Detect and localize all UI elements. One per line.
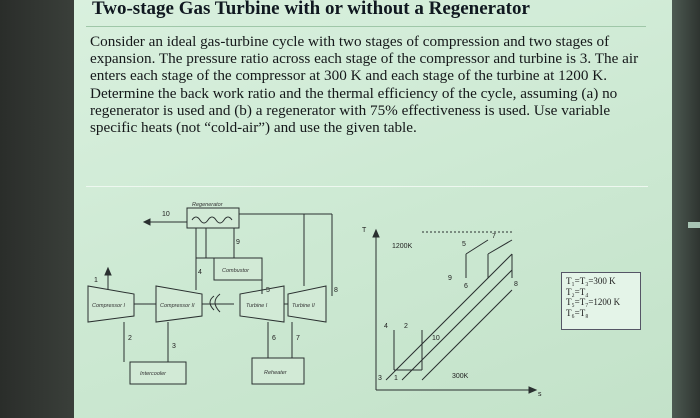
svg-text:9: 9 bbox=[448, 275, 452, 282]
svg-text:2: 2 bbox=[404, 323, 408, 330]
svg-text:7: 7 bbox=[492, 233, 496, 240]
svg-text:4: 4 bbox=[198, 269, 202, 276]
legend-line: T₅=T₇=1200 K bbox=[566, 297, 621, 307]
svg-text:2: 2 bbox=[128, 335, 132, 342]
slide-title: Two-stage Gas Turbine with or without a … bbox=[92, 0, 530, 19]
body-divider bbox=[86, 186, 648, 187]
svg-text:1: 1 bbox=[94, 277, 98, 284]
screen-bezel-right bbox=[672, 0, 700, 418]
compressor-1-shape bbox=[87, 285, 135, 323]
svg-text:5: 5 bbox=[462, 241, 466, 248]
intercooler-box bbox=[129, 361, 187, 385]
problem-statement: Consider an ideal gas-turbine cycle with… bbox=[90, 33, 639, 137]
svg-text:5: 5 bbox=[266, 287, 270, 294]
regenerator-box bbox=[186, 207, 240, 229]
svg-text:6: 6 bbox=[272, 335, 276, 342]
t-axis-label: T bbox=[362, 227, 367, 234]
screen-bezel-left bbox=[0, 0, 74, 418]
slide: Two-stage Gas Turbine with or without a … bbox=[74, 0, 672, 418]
combustor-box bbox=[213, 257, 263, 281]
legend-line: T₆=T₈ bbox=[566, 307, 589, 318]
temperature-legend: T₁=T₃=300 K T₂=T₄ T₅=T₇=1200 K T₆=T₈ bbox=[561, 272, 641, 330]
compressor-1-label: Compressor I bbox=[92, 303, 125, 309]
svg-text:8: 8 bbox=[514, 281, 518, 288]
legend-line: T₁=T₃=300 K bbox=[566, 276, 616, 286]
svg-text:6: 6 bbox=[464, 283, 468, 290]
t-high-label: 1200K bbox=[392, 243, 413, 250]
cycle-schematic: Regenerator Combustor Compressor I Compr… bbox=[87, 202, 338, 385]
turbine-2-label: Turbine II bbox=[292, 303, 315, 309]
t-low-label: 300K bbox=[452, 373, 469, 380]
svg-text:7: 7 bbox=[296, 335, 300, 342]
turbine-2-shape bbox=[287, 285, 327, 323]
ts-diagram: T s 1200K 300K 1 2 3 4 5 6 7 8 9 10 bbox=[362, 227, 542, 398]
svg-text:10: 10 bbox=[162, 211, 170, 218]
svg-text:9: 9 bbox=[236, 239, 240, 246]
svg-text:1: 1 bbox=[394, 375, 398, 382]
regenerator-label: Regenerator bbox=[192, 202, 224, 208]
reheater-label: Reheater bbox=[264, 370, 288, 376]
intercooler-label: Intercooler bbox=[140, 371, 167, 377]
title-divider bbox=[86, 26, 646, 27]
combustor-label: Combustor bbox=[222, 268, 250, 274]
reheater-box bbox=[251, 357, 305, 385]
legend-line: T₂=T₄ bbox=[566, 286, 589, 297]
s-axis-label: s bbox=[538, 391, 542, 398]
svg-text:4: 4 bbox=[384, 323, 388, 330]
turbine-1-shape bbox=[239, 285, 285, 323]
compressor-2-label: Compressor II bbox=[160, 303, 195, 309]
bezel-edge-marker bbox=[688, 222, 700, 228]
compressor-2-shape bbox=[155, 285, 203, 323]
svg-text:3: 3 bbox=[378, 375, 382, 382]
svg-text:10: 10 bbox=[432, 335, 440, 342]
turbine-1-label: Turbine I bbox=[246, 303, 268, 309]
svg-text:3: 3 bbox=[172, 343, 176, 350]
svg-text:8: 8 bbox=[334, 287, 338, 294]
